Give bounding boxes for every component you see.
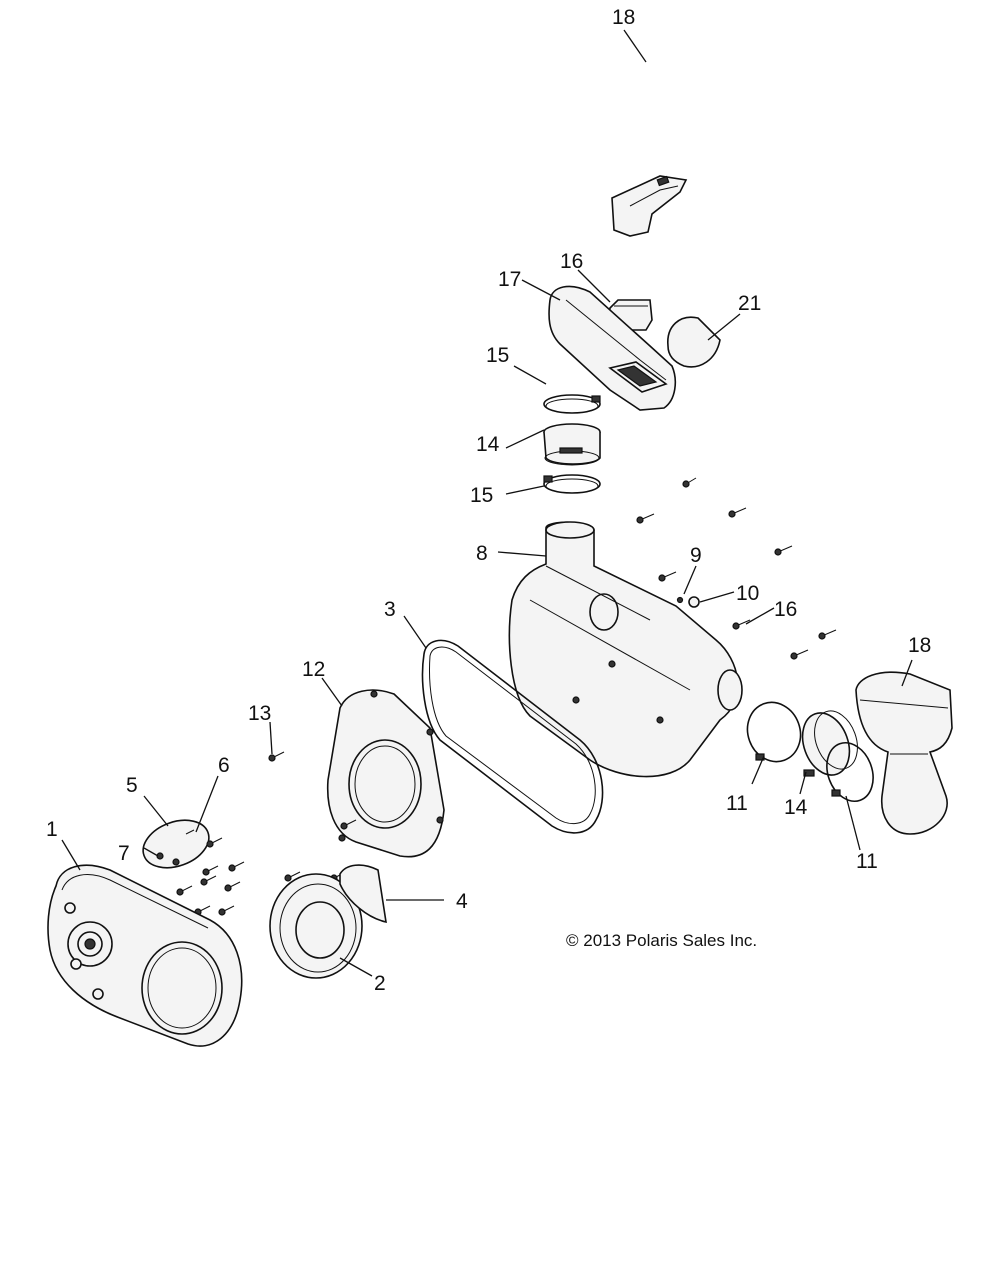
part-11-right-clamp xyxy=(826,742,874,802)
callout-6: 6 xyxy=(218,754,230,777)
part-18-outlet-duct xyxy=(855,671,953,835)
callout-15-lower: 15 xyxy=(470,484,493,507)
leader-lines xyxy=(61,29,913,977)
part-2-cover-seal xyxy=(269,873,363,979)
part-12-secondary-plate xyxy=(326,689,445,858)
part-4-gasket xyxy=(339,864,387,924)
callout-8: 8 xyxy=(476,542,488,565)
callout-16: 16 xyxy=(774,598,797,621)
callout-4: 4 xyxy=(456,890,468,913)
part-14-upper-coupler xyxy=(543,423,601,466)
part-15-upper-clamp xyxy=(543,394,601,414)
callout-18: 18 xyxy=(908,634,931,657)
copyright-notice: © 2013 Polaris Sales Inc. xyxy=(566,931,757,950)
part-19-upper-duct xyxy=(548,285,677,411)
callout-3: 3 xyxy=(384,598,396,621)
callout-7: 7 xyxy=(118,842,130,865)
callout-12: 12 xyxy=(302,658,325,681)
part-3-drive-belt xyxy=(421,639,604,834)
callout-1: 1 xyxy=(46,818,58,841)
callout-2: 2 xyxy=(374,972,386,995)
callout-19: 17 xyxy=(498,268,521,291)
callout-5: 5 xyxy=(126,774,138,797)
part-8-inner-cover xyxy=(508,521,743,778)
callout-17: 16 xyxy=(560,250,583,273)
callout-11-right: 11 xyxy=(856,850,878,873)
callout-14-upper: 14 xyxy=(476,433,500,456)
part-11-left-clamp xyxy=(746,701,802,763)
part-14-right-coupler xyxy=(801,710,858,777)
part-15-lower-clamp xyxy=(543,474,601,494)
part-5-inspection-window xyxy=(142,819,210,869)
callout-9: 9 xyxy=(690,544,702,567)
part-1-outer-clutch-cover xyxy=(47,864,243,1047)
callout-13: 13 xyxy=(248,702,271,725)
callout-11-left: 11 xyxy=(726,792,748,815)
fasteners-inner-cover xyxy=(636,477,837,660)
callout-20: 18 xyxy=(612,6,635,29)
part-20-intake-boot xyxy=(611,175,688,237)
part-21-duct-gasket xyxy=(667,316,721,368)
callout-14-right: 14 xyxy=(784,796,808,819)
callout-labels: 18 16 17 21 15 14 15 8 9 10 16 3 18 12 1… xyxy=(46,6,931,995)
callout-15-upper: 15 xyxy=(486,344,509,367)
callout-21: 21 xyxy=(738,292,761,315)
callout-10: 10 xyxy=(736,582,759,605)
